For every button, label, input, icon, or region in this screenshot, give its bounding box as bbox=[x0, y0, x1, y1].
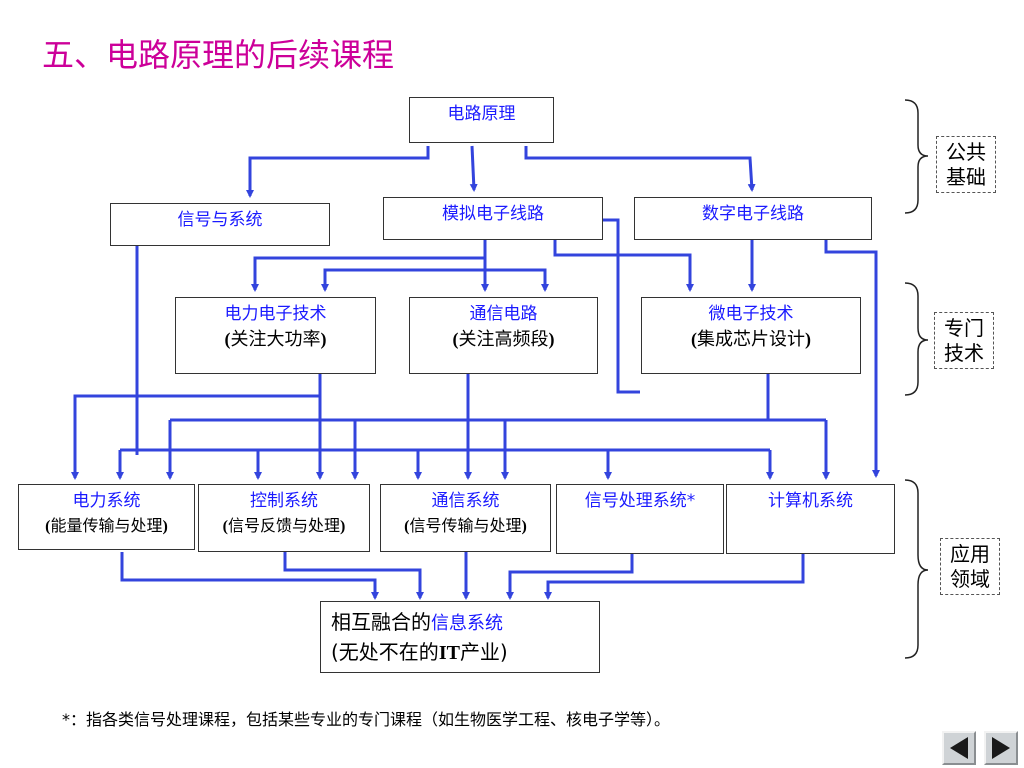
footnote: *：指各类信号处理课程，包括某些专业的专门课程（如生物医学工程、核电子学等）。 bbox=[62, 710, 671, 729]
label-specialized-tech: 专门技术 bbox=[934, 312, 994, 369]
node-control-systems: 控制系统 (信号反馈与处理) bbox=[198, 484, 370, 552]
node-comm-circuits: 通信电路 (关注高频段) bbox=[409, 297, 598, 374]
triangle-right-icon bbox=[992, 737, 1010, 759]
triangle-left-icon bbox=[950, 737, 968, 759]
final-line1: 相互融合的信息系统 bbox=[331, 610, 503, 634]
node-title: 微电子技术 bbox=[708, 304, 794, 324]
prev-slide-button[interactable] bbox=[942, 731, 976, 765]
node-digital-circuits: 数字电子线路 bbox=[634, 197, 872, 240]
node-subtitle: (集成芯片设计) bbox=[691, 329, 811, 350]
node-title: 控制系统 bbox=[250, 491, 318, 511]
node-analog-circuits: 模拟电子线路 bbox=[383, 197, 603, 240]
node-subtitle: (能量传输与处理) bbox=[45, 516, 168, 535]
node-subtitle: (关注大功率) bbox=[224, 329, 327, 350]
node-label: 计算机系统 bbox=[768, 491, 853, 511]
node-power-electronics: 电力电子技术 (关注大功率) bbox=[175, 297, 376, 374]
node-title: 通信系统 bbox=[431, 491, 500, 511]
node-signals-systems: 信号与系统 bbox=[110, 203, 330, 246]
node-comm-systems: 通信系统 (信号传输与处理) bbox=[380, 484, 551, 552]
node-circuit-principles: 电路原理 bbox=[409, 97, 554, 143]
node-signal-processing: 信号处理系统* bbox=[556, 484, 724, 554]
node-title: 通信电路 bbox=[469, 304, 538, 324]
node-microelectronics: 微电子技术 (集成芯片设计) bbox=[641, 297, 861, 374]
node-title: 电力系统 bbox=[72, 491, 141, 511]
page-title: 五、电路原理的后续课程 bbox=[42, 36, 395, 74]
node-label: 信号与系统 bbox=[177, 210, 263, 230]
node-label: 信号处理系统* bbox=[584, 491, 696, 511]
label-application-fields: 应用领域 bbox=[940, 538, 1000, 595]
node-label: 模拟电子线路 bbox=[442, 204, 544, 224]
node-title: 电力电子技术 bbox=[224, 304, 327, 324]
node-subtitle: (信号传输与处理) bbox=[404, 516, 527, 535]
node-label: 数字电子线路 bbox=[702, 204, 804, 224]
node-computer-systems: 计算机系统 bbox=[726, 484, 895, 554]
node-subtitle: (信号反馈与处理) bbox=[222, 516, 346, 535]
label-public-foundation: 公共基础 bbox=[936, 136, 996, 193]
node-information-systems: 相互融合的信息系统 (无处不在的IT产业) bbox=[320, 601, 600, 673]
node-power-systems: 电力系统 (能量传输与处理) bbox=[18, 484, 195, 550]
node-subtitle: (关注高频段) bbox=[452, 329, 555, 350]
final-line2: (无处不在的IT产业) bbox=[331, 640, 508, 664]
node-label: 电路原理 bbox=[447, 104, 516, 124]
next-slide-button[interactable] bbox=[984, 731, 1018, 765]
